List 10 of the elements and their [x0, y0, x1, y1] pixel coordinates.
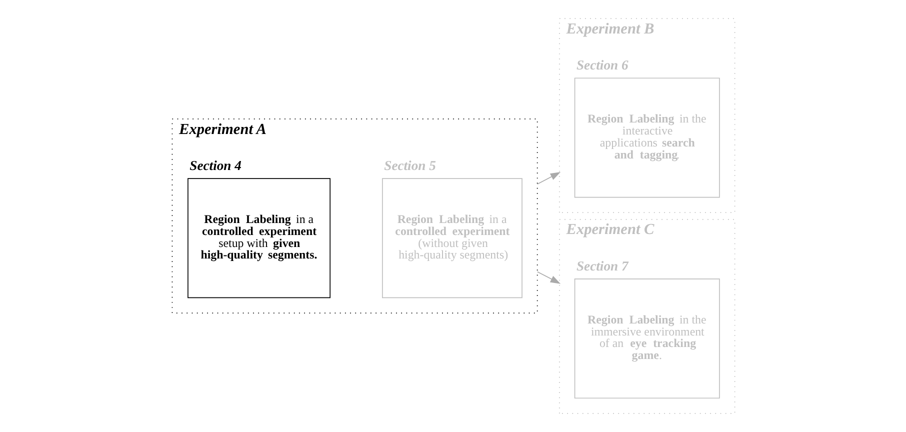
node-label: Section 6 [576, 57, 628, 72]
node-box: Region Labeling in the interactive applications search and tagging. [574, 78, 720, 198]
arrow [536, 271, 560, 284]
arrow [536, 172, 560, 185]
node-label: Section 4 [189, 158, 241, 173]
node-box: Region Labeling in a controlled experiment setup with given high-quality segments. [187, 178, 330, 298]
node-label: Section 5 [384, 158, 436, 173]
node-box: Region Labeling in the immersive environment of an eye tracking game. [574, 278, 720, 399]
node-box: Region Labeling in a controlled experiment (without given high-quality segments) [382, 178, 522, 298]
node-label: Section 7 [576, 258, 628, 274]
